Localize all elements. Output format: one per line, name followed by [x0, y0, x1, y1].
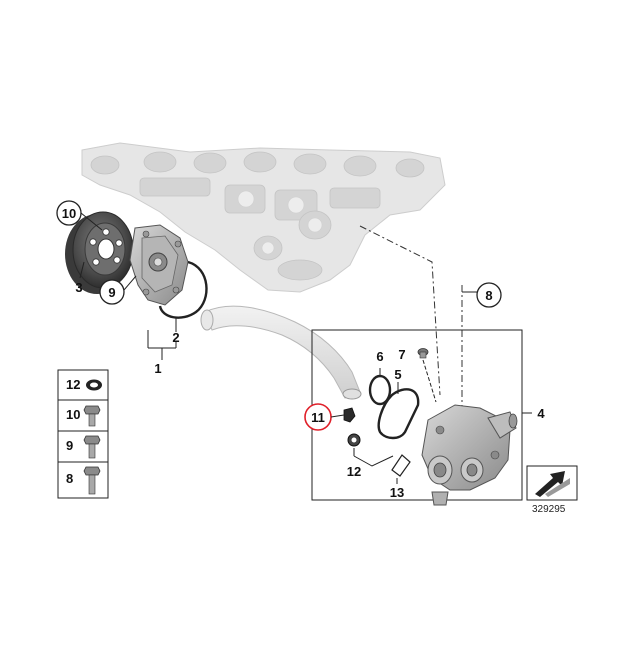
pump-gasket [158, 260, 208, 319]
callout-6: 6 [376, 349, 383, 364]
callout-7: 7 [398, 347, 405, 362]
legend-9-label: 9 [66, 438, 73, 453]
thermostat-housing [421, 404, 518, 506]
callout-10-leader [80, 212, 103, 231]
callout-10-circle: 10 [56, 200, 82, 226]
callout-7-leader [422, 359, 437, 403]
legend-8-label: 8 [66, 471, 73, 486]
legend-12-label: 12 [66, 377, 80, 392]
callout-13: 13 [390, 485, 404, 500]
callout-1: 1 [154, 361, 161, 376]
callout-11: 11 [311, 410, 325, 425]
callout-11-leader [330, 414, 345, 418]
callout-9-leader [123, 275, 137, 291]
callout-10: 10 [62, 206, 76, 221]
bolt-7 [417, 348, 429, 359]
legend-box-10: 10 [57, 399, 109, 432]
callout-11-circle: 11 [304, 403, 332, 431]
sensor [343, 407, 356, 423]
water-pump [129, 224, 189, 306]
callout-3: 3 [75, 280, 82, 295]
callout-lines-box [353, 368, 399, 484]
callout-4: 4 [537, 406, 545, 421]
callout-8-circle: 8 [476, 282, 502, 308]
callout-9-circle: 9 [99, 279, 125, 305]
dashed-leaders [359, 225, 463, 408]
callout-9: 9 [108, 285, 115, 300]
engine-cylinder-head [81, 142, 446, 293]
callout-labels: 1 2 3 4 5 6 7 12 13 [75, 280, 545, 500]
legend-box-8: 8 [57, 461, 109, 499]
callout-lines-pump [79, 261, 177, 360]
callout-12: 12 [347, 464, 361, 479]
seal-ring-hole [351, 437, 357, 443]
legend-box-12: 12 [57, 369, 109, 401]
callout-5: 5 [394, 367, 401, 382]
legend-box-9: 9 [57, 430, 109, 463]
reference-number: 329295 [532, 504, 566, 515]
spring-clip [391, 454, 411, 477]
orientation-arrow-icon [526, 465, 578, 501]
legend-10-label: 10 [66, 407, 80, 422]
callout-2: 2 [172, 330, 179, 345]
coolant-pipe [200, 305, 362, 400]
thermostat-gasket [377, 388, 420, 440]
callout-8: 8 [485, 288, 492, 303]
